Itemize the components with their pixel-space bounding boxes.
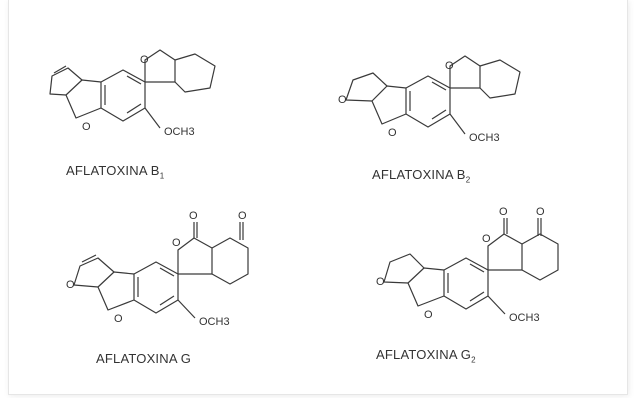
furan-ring [49, 67, 83, 96]
furan-oxygen-label: O [82, 121, 91, 133]
caption-aflatoxin-b1: AFLATOXINA B1 [66, 163, 165, 181]
carbonyl-oxygen-label: O [499, 206, 508, 218]
ring-oxygen-label: O [482, 233, 491, 245]
figure-frame [8, 0, 628, 395]
aromatic-bond [431, 109, 447, 120]
tetrahydrofuran-ring [383, 253, 425, 284]
lactone-ring [487, 233, 523, 270]
aromatic-bond [159, 267, 175, 277]
caption-aflatoxin-g2: AFLATOXINA G2 [376, 347, 476, 365]
methoxy-label: OCH3 [509, 312, 540, 324]
cyclopentenone-ring [174, 53, 216, 93]
furan-oxygen-label-2: O [424, 309, 433, 321]
furan-oxygen-label: O [376, 276, 385, 288]
methoxy-label: OCH3 [199, 316, 230, 328]
ring-oxygen-label: O [445, 60, 454, 72]
furan-oxygen-label-2: O [114, 313, 123, 325]
furan-oxygen-label: O [338, 94, 347, 106]
pyranone-ring [144, 49, 176, 82]
lactone-ring-2 [211, 237, 249, 285]
ring-oxygen-label: O [140, 54, 149, 66]
aromatic-bond [126, 75, 142, 85]
aromatic-bond [431, 81, 447, 91]
carbonyl-oxygen-label-2: O [536, 206, 545, 218]
furan-ring [73, 257, 115, 288]
carbonyl-oxygen-label: O [189, 210, 198, 222]
caption-aflatoxin-b2: AFLATOXINA B2 [372, 167, 471, 185]
double-bond [53, 65, 67, 74]
furan-oxygen-label-2: O [388, 127, 397, 139]
aromatic-bond [159, 295, 175, 306]
furan-oxygen-label: O [66, 279, 75, 291]
cyclopentenone-ring [479, 59, 521, 99]
dihydrofuran-ring [407, 267, 445, 307]
double-bond [81, 254, 97, 263]
methoxy-bond [144, 107, 161, 129]
carbonyl-oxygen-label-2: O [238, 210, 247, 222]
methoxy-label: OCH3 [164, 126, 195, 138]
aromatic-bond [469, 263, 485, 273]
aromatic-bond [126, 103, 142, 114]
aromatic-bond [469, 291, 485, 302]
methoxy-bond [449, 113, 466, 135]
caption-aflatoxin-g1: AFLATOXINA G [96, 351, 192, 366]
methoxy-bond [487, 295, 506, 315]
methoxy-bond [177, 299, 196, 319]
ring-oxygen-label: O [172, 237, 181, 249]
tetrahydrofuran-ring [345, 72, 388, 102]
pyranone-ring [449, 55, 481, 88]
lactone-ring-2 [521, 233, 559, 281]
methoxy-label: OCH3 [469, 132, 500, 144]
benzene-ring [443, 257, 489, 310]
